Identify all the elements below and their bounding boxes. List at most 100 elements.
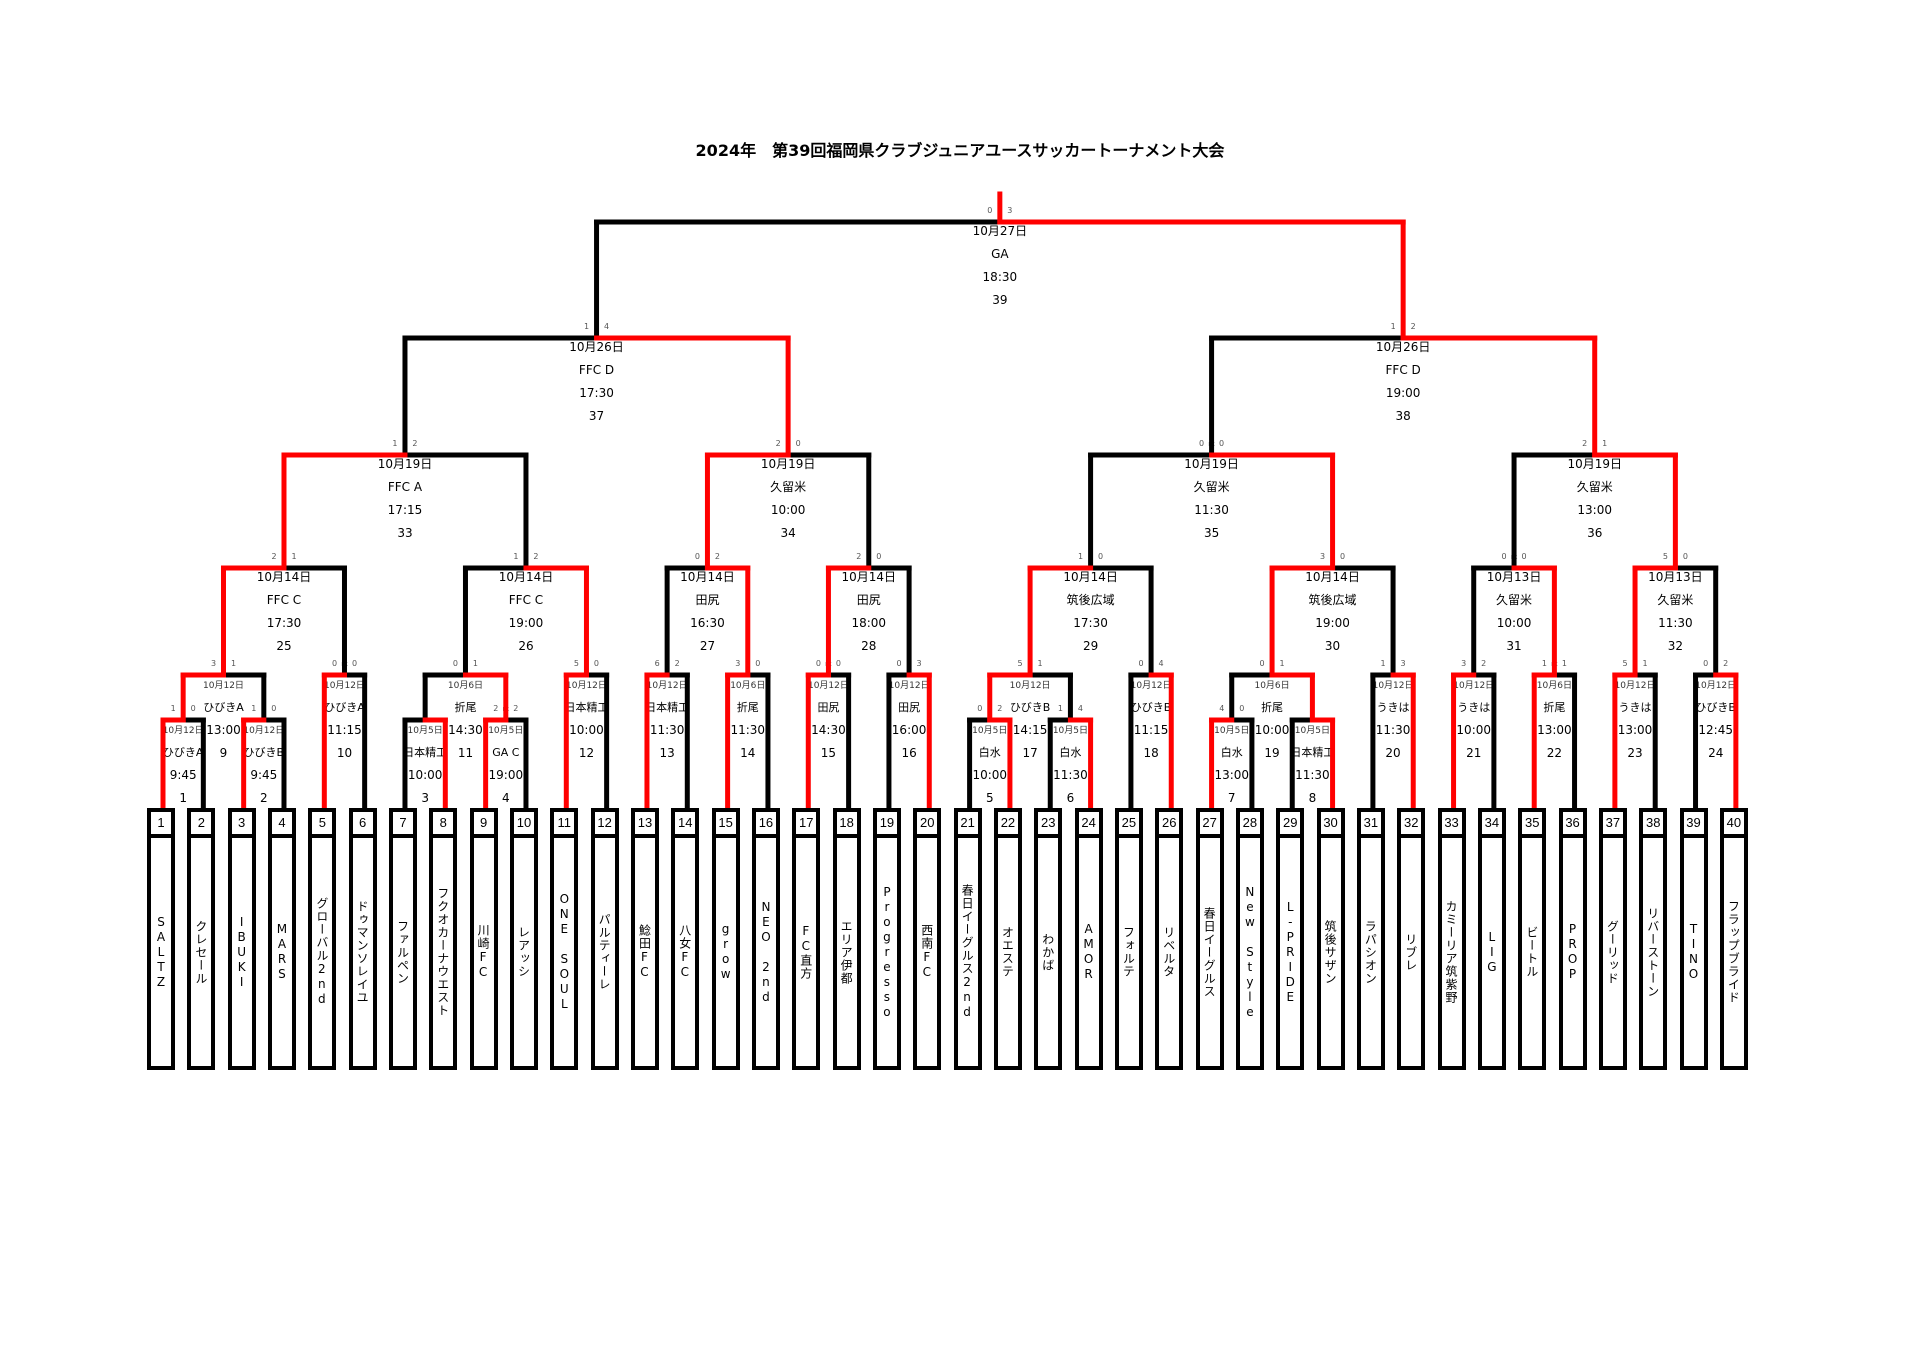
match-venue: 筑後広域 bbox=[1067, 592, 1115, 607]
match-date: 10月14日 bbox=[257, 570, 312, 584]
match-date: 10月6日 bbox=[1254, 680, 1289, 691]
team-name: リバーストーン bbox=[1645, 906, 1660, 998]
match-number: 6 bbox=[1067, 791, 1075, 805]
match-time: 14:30 bbox=[811, 723, 846, 737]
team-number: 24 bbox=[1074, 808, 1103, 836]
score-right: 0 bbox=[796, 439, 801, 448]
team-number: 35 bbox=[1518, 808, 1547, 836]
score-left: 6 bbox=[655, 659, 660, 668]
score-left: 2 bbox=[1582, 439, 1587, 448]
match-number: 26 bbox=[518, 639, 533, 653]
team-number: 7 bbox=[388, 808, 417, 836]
score-right: 2 bbox=[1411, 322, 1416, 331]
score-left: 0 bbox=[987, 206, 992, 215]
score-left: 3 bbox=[1461, 659, 1466, 668]
team-number: 11 bbox=[550, 808, 579, 836]
match-time: 18:00 bbox=[851, 616, 886, 630]
match-number: 12 bbox=[579, 746, 594, 760]
team-name-box: レアッシ bbox=[509, 836, 538, 1070]
match-number: 15 bbox=[821, 746, 836, 760]
score-left: 0 bbox=[1260, 659, 1265, 668]
score-left: 1 bbox=[1078, 552, 1083, 561]
match-time: 11:30 bbox=[650, 723, 685, 737]
team-name-box: Progresso bbox=[872, 836, 901, 1070]
team-name-box: NEO 2nd bbox=[751, 836, 780, 1070]
team-number: 8 bbox=[429, 808, 458, 836]
match-number: 30 bbox=[1325, 639, 1340, 653]
score-right: 1 bbox=[1562, 659, 1567, 668]
match-date: 10月26日 bbox=[1376, 340, 1431, 354]
match-venue: FFC D bbox=[1386, 363, 1421, 377]
score-left: 2 bbox=[856, 552, 861, 561]
team-name: AMOR bbox=[1081, 922, 1096, 982]
score-left: 3 bbox=[211, 659, 216, 668]
match-date: 10月6日 bbox=[730, 680, 765, 691]
match-time: 19:00 bbox=[509, 616, 544, 630]
match-number: 23 bbox=[1627, 746, 1642, 760]
score-left: 1 bbox=[1058, 704, 1063, 713]
score-right: 2 bbox=[533, 552, 538, 561]
score-right: 1 bbox=[291, 552, 296, 561]
match-date: 10月26日 bbox=[569, 340, 624, 354]
team-number: 2 bbox=[187, 808, 216, 836]
team-name-box: 春日イーグルス bbox=[1195, 836, 1224, 1070]
score-right: 0 bbox=[755, 659, 760, 668]
team-name-box: LIG bbox=[1477, 836, 1506, 1070]
match-number: 32 bbox=[1668, 639, 1683, 653]
match-number: 3 bbox=[421, 791, 429, 805]
team-name: L-PRIDE bbox=[1283, 899, 1298, 1005]
match-date: 10月5日 bbox=[972, 725, 1007, 736]
match-date: 10月12日 bbox=[203, 680, 244, 691]
match-number: 17 bbox=[1022, 746, 1037, 760]
match-time: 19:00 bbox=[489, 768, 524, 782]
match-date: 10月12日 bbox=[647, 680, 688, 691]
match-time: 10:00 bbox=[1255, 723, 1290, 737]
match-date: 10月12日 bbox=[1131, 680, 1172, 691]
match-time: 17:30 bbox=[1073, 616, 1108, 630]
team-name: レアッシ bbox=[516, 926, 531, 978]
match-time: 17:30 bbox=[579, 386, 614, 400]
match-number: 21 bbox=[1466, 746, 1481, 760]
team-name-box: FC直方 bbox=[792, 836, 821, 1070]
team-number: 32 bbox=[1397, 808, 1426, 836]
team-name: 春日イーグルス bbox=[1202, 906, 1217, 998]
match-venue: うきは bbox=[1377, 701, 1410, 714]
match-venue: 日本精工 bbox=[1290, 745, 1334, 759]
match-date: 10月5日 bbox=[1295, 725, 1330, 736]
score-right: 1 bbox=[1602, 439, 1607, 448]
score-right: 0 bbox=[1683, 552, 1688, 561]
team-name-box: ファルペン bbox=[388, 836, 417, 1070]
team-name-box: ラパシオン bbox=[1356, 836, 1385, 1070]
match-date: 10月12日 bbox=[1453, 680, 1494, 691]
team-number: 5 bbox=[308, 808, 337, 836]
match-venue: 久留米 bbox=[1496, 593, 1532, 607]
team-number: 13 bbox=[630, 808, 659, 836]
match-venue: FFC C bbox=[509, 593, 543, 607]
match-number: 25 bbox=[276, 639, 291, 653]
team-name-box: フォルテ bbox=[1114, 836, 1143, 1070]
team-name: 鯰田FC bbox=[637, 924, 652, 980]
match-time: 10:00 bbox=[771, 503, 806, 517]
match-venue: 田尻 bbox=[898, 701, 920, 714]
match-venue: 久留米 bbox=[1194, 480, 1230, 494]
match-date: 10月12日 bbox=[243, 725, 284, 736]
match-date: 10月13日 bbox=[1487, 570, 1542, 584]
match-time: 10:00 bbox=[1497, 616, 1532, 630]
team-name: フォルテ bbox=[1121, 926, 1136, 978]
match-venue: GA bbox=[991, 247, 1009, 261]
score-right: 0 bbox=[191, 704, 196, 713]
match-venue: 折尾 bbox=[1261, 700, 1283, 714]
score-left: 5 bbox=[1622, 659, 1627, 668]
score-left: 1 bbox=[584, 322, 589, 331]
team-number: 12 bbox=[590, 808, 619, 836]
team-name: IBUKI bbox=[234, 914, 249, 990]
